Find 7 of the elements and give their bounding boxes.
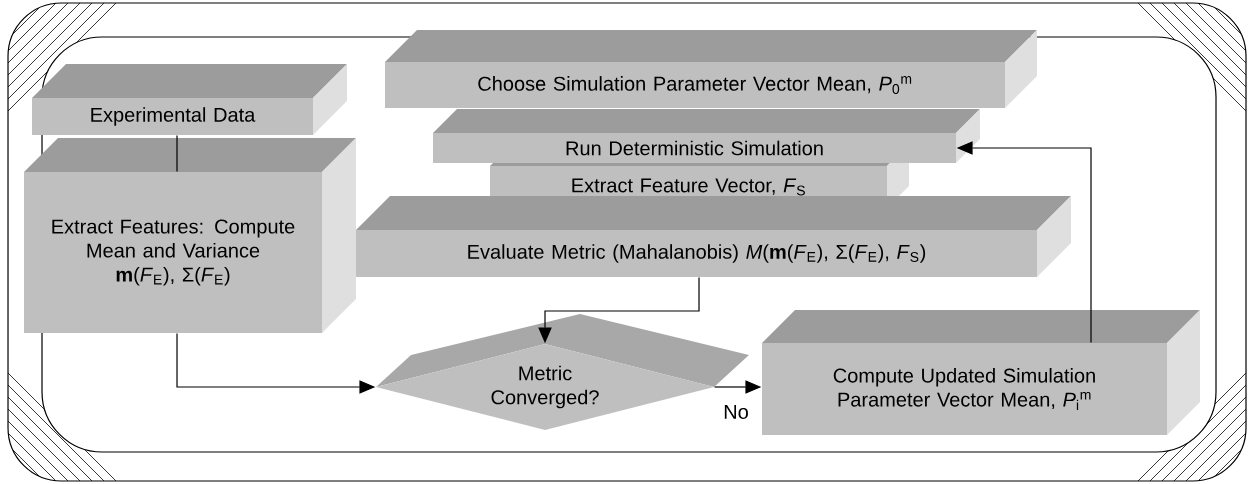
process-box: Choose Simulation Parameter Vector Mean, P$_{0}$m [385,30,1037,108]
process-box: Evaluate Metric (Mahalanobis) M(m(F$_{E}$), Σ(F$_{E}$), F$_{S}$) [356,196,1071,277]
process-box: Run Deterministic Simulation [433,109,980,163]
process-box: Compute Updated Simulation Parameter Vector Mean, P$_{i}$m [762,310,1200,435]
process-box: Experimental Data [32,64,347,135]
node-label: Experimental Data [91,107,256,126]
process-box: Extract Features: Compute Mean and Variance m(F$_{E}$), Σ(F$_{E}$) [24,138,356,333]
